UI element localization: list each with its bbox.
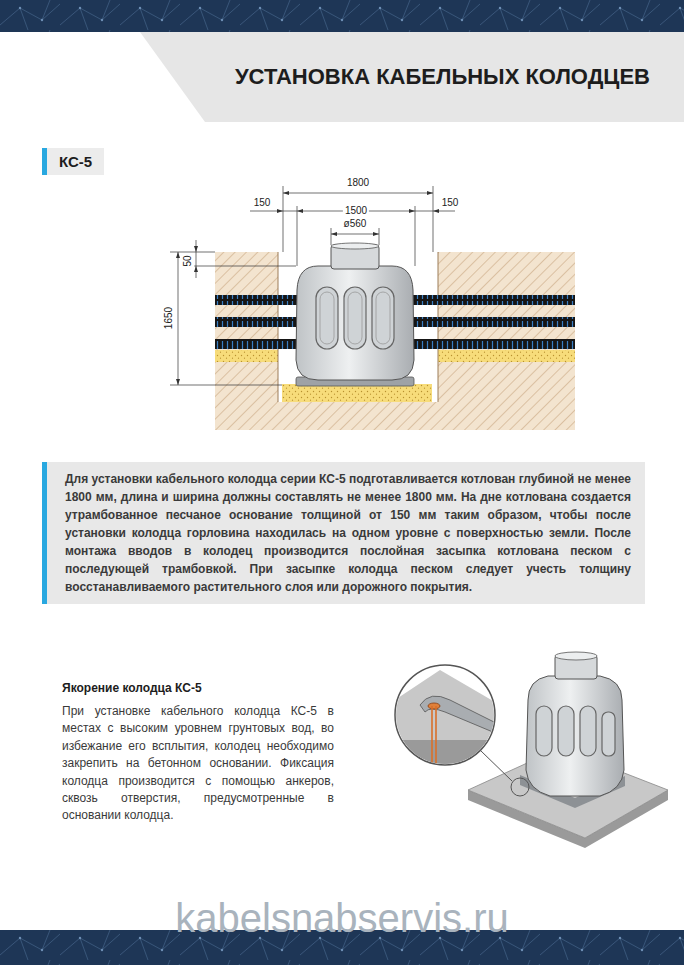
watermark: kabelsnabservis.ru	[175, 895, 509, 941]
dimension-label: 50	[182, 253, 194, 268]
text-panel: Для установки кабельного колодца серии К…	[42, 462, 645, 604]
node-text: Для установки кабельного колодца серии К…	[65, 470, 631, 596]
page-title: УСТАНОВКА КАБЕЛЬНЫХ КОЛОДЦЕВ	[235, 64, 650, 90]
dimension-label: 150	[440, 197, 461, 209]
node-text: КС-5	[59, 153, 92, 170]
dimension-label: ø560	[342, 218, 369, 230]
section-tab: КС-5	[42, 148, 104, 175]
dimension-label: 1500	[343, 205, 369, 217]
dimension-label: 1800	[345, 177, 371, 189]
dimension-label: 1650	[163, 305, 175, 331]
body-text: При установке кабельного колодца КС-5 в …	[62, 703, 334, 825]
dimension-label: 150	[252, 197, 273, 209]
section-heading: Якорение колодца КС-5	[62, 682, 342, 696]
